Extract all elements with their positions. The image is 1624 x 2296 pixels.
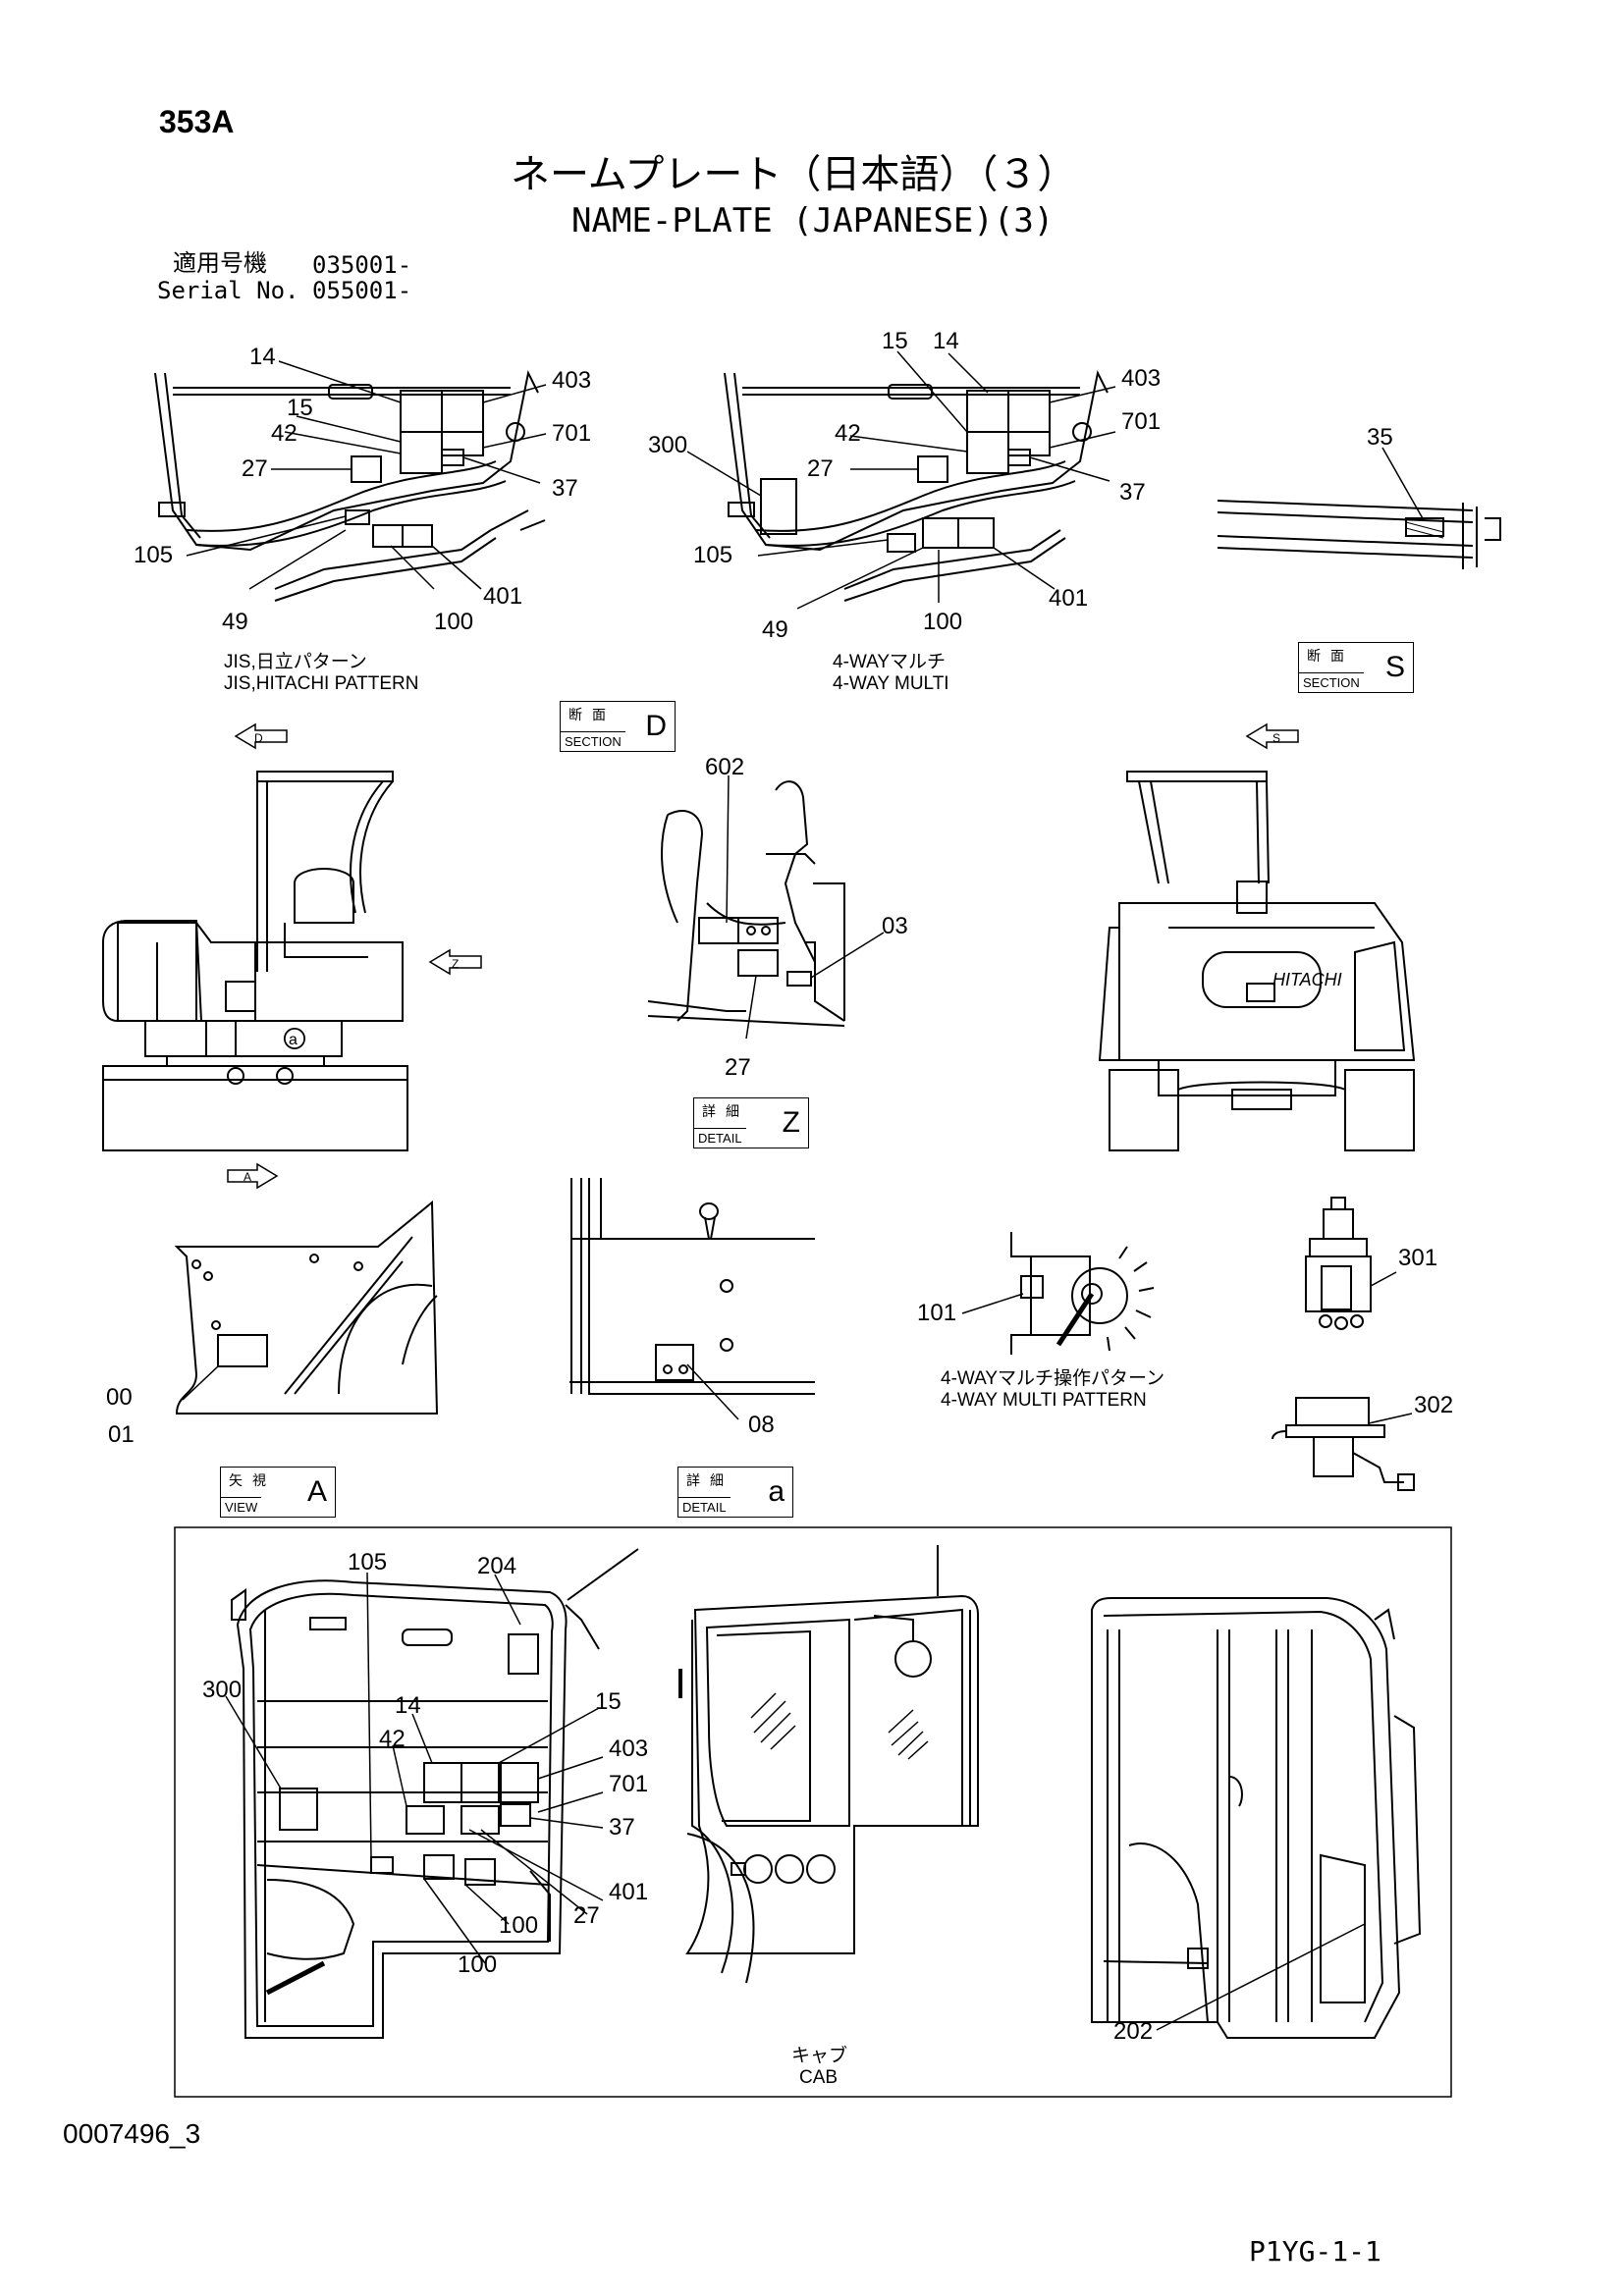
leader-lines — [182, 350, 1425, 2031]
control-section-drawing — [647, 780, 845, 1027]
callout-label: 03 — [882, 913, 908, 939]
cab-caption-jp: キャブ — [791, 2046, 848, 2066]
title-japanese: ネームプレート（日本語）（３） — [511, 152, 1077, 197]
arrow-z-letter: Z — [452, 957, 459, 971]
title-english: NAME-PLATE (JAPANESE)(3) — [571, 201, 1055, 240]
callout-label: 15 — [882, 328, 908, 354]
callout-label: 42 — [379, 1726, 406, 1752]
callout-label: 701 — [1121, 408, 1162, 435]
section-s-tag: 断面 SECTION S — [1298, 642, 1414, 693]
callout-label: 49 — [762, 616, 788, 643]
callout-label: 42 — [835, 420, 861, 447]
callout-label: 101 — [917, 1300, 957, 1326]
callout-label: 401 — [609, 1879, 649, 1905]
hitachi-mark: HITACHI — [1272, 970, 1342, 989]
callout-label: 100 — [434, 609, 474, 635]
callout-label: 14 — [933, 328, 959, 354]
callout-label: 105 — [134, 542, 174, 568]
callout-label: 701 — [609, 1771, 649, 1797]
callout-label: 300 — [202, 1677, 243, 1703]
cab-right-drawing — [1091, 1597, 1422, 2039]
view-arrows — [227, 722, 1299, 1190]
callout-label: 100 — [923, 609, 963, 635]
part-301-drawing — [1305, 1197, 1372, 1330]
cab-left-drawing — [231, 1548, 639, 2039]
cab-side-drawing — [678, 1545, 979, 1984]
callout-label: 204 — [477, 1553, 517, 1579]
callout-label: 401 — [1049, 585, 1089, 612]
callout-label: 49 — [222, 609, 248, 635]
fourway-panel-drawing — [724, 369, 1109, 602]
callout-label: 14 — [249, 344, 276, 370]
fourway-caption-jp: 4-WAYマルチ — [833, 652, 947, 672]
callout-label: 37 — [552, 475, 578, 502]
arrow-a-icon — [227, 1162, 279, 1190]
callout-label: 401 — [483, 583, 523, 610]
cab-frame-border — [174, 1526, 1452, 2098]
arrow-d-letter: D — [254, 731, 263, 745]
callout-label: 403 — [609, 1735, 649, 1762]
callout-label: 105 — [348, 1549, 388, 1575]
callout-label: 35 — [1367, 424, 1393, 451]
pattern-caption-en: 4-WAY MULTI PATTERN — [941, 1390, 1147, 1411]
callout-label: 08 — [748, 1412, 775, 1438]
callout-label: 105 — [693, 542, 733, 568]
document-id: 0007496_3 — [63, 2118, 201, 2149]
callout-label: 15 — [595, 1688, 622, 1715]
pattern-caption-jp: 4-WAYマルチ操作パターン — [941, 1368, 1165, 1389]
callout-label: 302 — [1414, 1392, 1454, 1418]
page-code: P1YG-1-1 — [1249, 2235, 1381, 2268]
callout-label: 27 — [573, 1902, 600, 1929]
excavator-rear-drawing — [1098, 771, 1416, 1151]
detail-a-callout: a — [289, 1032, 298, 1048]
excavator-side-drawing — [102, 771, 408, 1151]
callout-label: 701 — [552, 420, 592, 447]
callout-label: 100 — [458, 1951, 498, 1978]
arrow-z-icon — [428, 948, 482, 976]
serial-value-en: 055001- — [312, 277, 412, 304]
callout-label: 37 — [609, 1814, 635, 1841]
callout-label: 00 — [106, 1384, 133, 1411]
rod-drawing — [1217, 500, 1501, 569]
serial-label-en: Serial No. — [157, 277, 299, 304]
callout-label: 202 — [1113, 2018, 1154, 2045]
callout-label: 27 — [242, 455, 268, 482]
arrow-s-letter: S — [1272, 731, 1280, 745]
part-302-drawing — [1272, 1397, 1415, 1491]
callout-label: 301 — [1398, 1245, 1438, 1271]
callout-label: 01 — [108, 1421, 135, 1448]
section-d-tag: 断面 SECTION D — [560, 701, 676, 752]
callout-label: 14 — [395, 1692, 421, 1719]
detail-a-drawing — [569, 1178, 815, 1395]
serial-value-jp: 035001- — [312, 251, 412, 279]
arrow-s-icon — [1245, 722, 1299, 750]
callout-label: 42 — [271, 420, 298, 447]
arrow-a-letter: A — [244, 1170, 251, 1184]
jis-caption-jp: JIS,日立パターン — [224, 652, 367, 672]
callout-label: 100 — [499, 1912, 539, 1939]
jis-panel-drawing — [154, 369, 546, 602]
callout-label: 37 — [1119, 479, 1146, 506]
callout-label: 300 — [648, 432, 688, 458]
control-pattern-drawing — [1010, 1232, 1155, 1355]
fourway-caption-en: 4-WAY MULTI — [833, 673, 949, 694]
cab-caption-en: CAB — [799, 2067, 839, 2088]
view-a-drawing — [174, 1200, 439, 1415]
callout-label: 403 — [1121, 365, 1162, 392]
callout-label: 27 — [807, 455, 834, 482]
callout-label: 27 — [725, 1054, 751, 1081]
detail-z-tag: 詳細 DETAIL Z — [693, 1097, 809, 1148]
arrow-d-icon — [234, 722, 288, 750]
jis-caption-en: JIS,HITACHI PATTERN — [224, 673, 419, 694]
section-code: 353A — [159, 104, 235, 139]
detail-a-tag: 詳細 DETAIL a — [677, 1467, 793, 1518]
serial-label-jp: 適用号機 — [173, 249, 267, 277]
callout-label: 15 — [287, 395, 313, 421]
view-a-tag: 矢視 VIEW A — [220, 1467, 336, 1518]
callout-label: 403 — [552, 367, 592, 394]
callout-label: 602 — [705, 754, 745, 780]
